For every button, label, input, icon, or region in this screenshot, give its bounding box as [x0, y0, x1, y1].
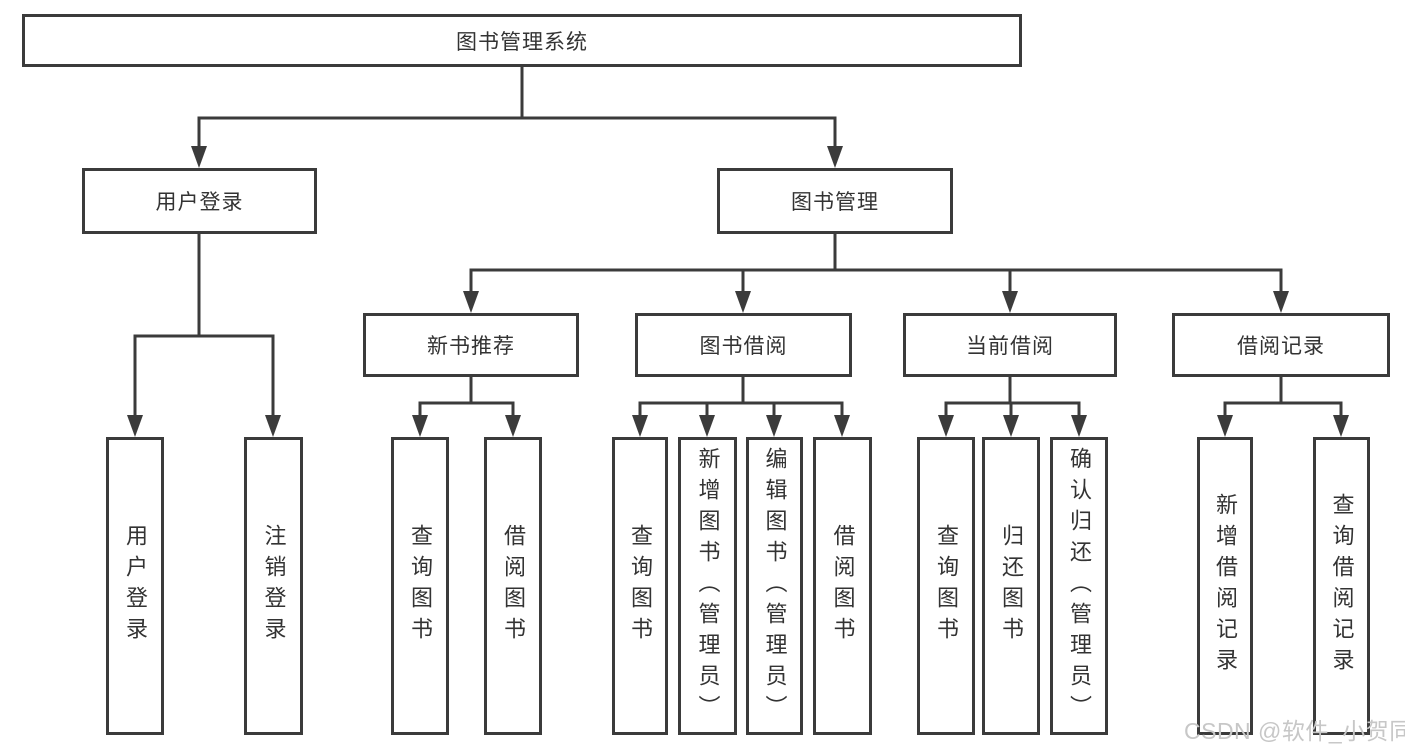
leaf-bb-add-books-admin: 新增图书（管理员） — [678, 437, 737, 735]
csdn-watermark: CSDN @软件_小贺同学 — [1184, 718, 1405, 744]
leaf-nb-query-books: 查询图书 — [391, 437, 449, 735]
leaf-bb-query-books: 查询图书 — [612, 437, 668, 735]
book-management-node: 图书管理 — [717, 168, 953, 234]
leaf-br-add-record: 新增借阅记录 — [1197, 437, 1253, 735]
leaf-cb-query-books: 查询图书 — [917, 437, 975, 735]
current-borrow-node: 当前借阅 — [903, 313, 1117, 377]
leaf-br-query-record: 查询借阅记录 — [1313, 437, 1370, 735]
root-node: 图书管理系统 — [22, 14, 1022, 67]
leaf-nb-borrow-books: 借阅图书 — [484, 437, 542, 735]
leaf-logout: 注销登录 — [244, 437, 303, 735]
leaf-bb-borrow-books: 借阅图书 — [813, 437, 872, 735]
leaf-bb-edit-books-admin: 编辑图书（管理员） — [746, 437, 803, 735]
leaf-cb-confirm-return-admin: 确认归还（管理员） — [1050, 437, 1108, 735]
new-book-recommend-node: 新书推荐 — [363, 313, 579, 377]
book-borrow-node: 图书借阅 — [635, 313, 852, 377]
leaf-user-login: 用户登录 — [106, 437, 164, 735]
user-login-node: 用户登录 — [82, 168, 317, 234]
leaf-cb-return-books: 归还图书 — [982, 437, 1040, 735]
borrow-records-node: 借阅记录 — [1172, 313, 1390, 377]
